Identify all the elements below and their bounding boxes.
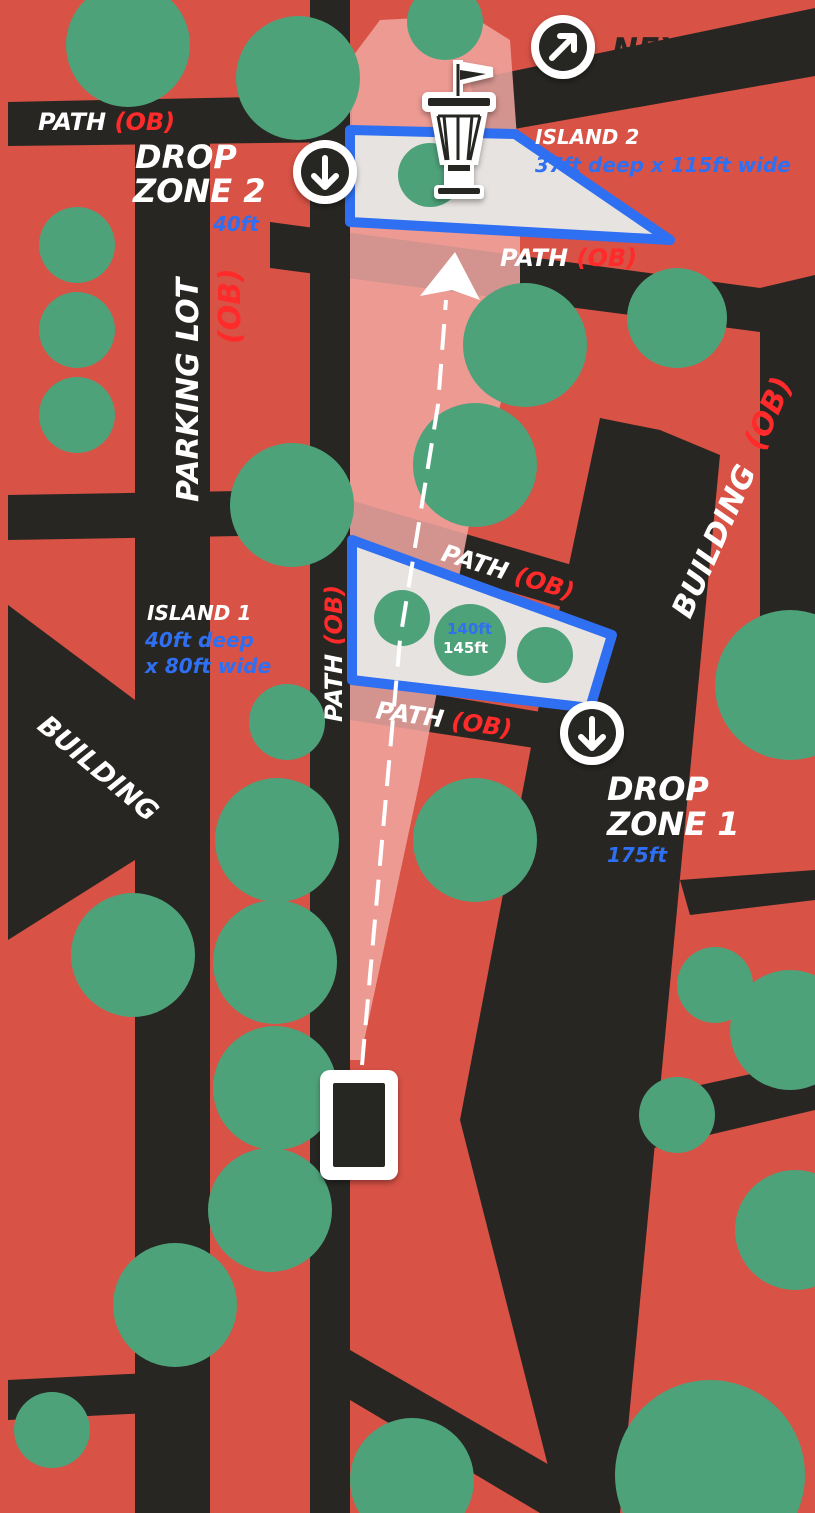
island-1-size-line1: 40ft deep — [144, 628, 254, 652]
drop-zone-2-line2: ZONE 2 — [132, 172, 265, 210]
drop-zone-2-distance: 40ft — [212, 212, 261, 236]
tree — [639, 1077, 715, 1153]
tree — [39, 377, 115, 453]
path-right-diagonal — [680, 870, 815, 915]
arrow-up-right-icon[interactable] — [531, 15, 595, 79]
tree — [39, 207, 115, 283]
tree — [113, 1243, 237, 1367]
island-1-distance-second: 145ft — [443, 639, 488, 657]
tree — [236, 16, 360, 140]
path-parking-lot — [135, 140, 210, 1513]
tree — [208, 1148, 332, 1272]
island-1-title: ISLAND 1 — [147, 601, 251, 625]
path-label-text: PATH — [320, 654, 348, 722]
building-right-block — [460, 418, 720, 1513]
trees-layer — [14, 0, 815, 1513]
drop-zone-1-distance: 175ft — [607, 843, 668, 867]
tree — [615, 1380, 805, 1513]
tree — [463, 283, 587, 407]
path-label-text: PATH — [500, 244, 568, 272]
tree — [230, 443, 354, 567]
tree — [213, 900, 337, 1024]
tree — [730, 970, 815, 1090]
tree — [213, 1026, 337, 1150]
tree — [413, 778, 537, 902]
tree — [39, 292, 115, 368]
flight-corridor — [350, 15, 520, 1060]
path-left-middle — [8, 490, 300, 540]
tree — [627, 268, 727, 368]
tree — [434, 604, 506, 676]
island-2-title: ISLAND 2 — [535, 125, 639, 149]
flight-line — [360, 299, 448, 1066]
tree — [14, 1392, 90, 1468]
path-lower-diagonal — [350, 1350, 610, 1513]
next-tee-label[interactable]: NEXT TEE — [612, 32, 778, 68]
path-top-left-label: PATH (OB) — [38, 108, 175, 136]
path-top-right — [470, 8, 815, 135]
drop-zone-1-icon — [560, 701, 624, 765]
tree — [735, 1170, 815, 1290]
drop-zone-1-line1: DROP — [607, 770, 709, 808]
tree — [517, 627, 573, 683]
path-right-strip — [760, 275, 815, 700]
path-island2-label: PATH (OB) — [500, 244, 637, 272]
building-left-block — [8, 605, 135, 940]
tree — [407, 0, 483, 60]
ob-label-text: (OB) — [320, 585, 348, 646]
island-2-size: 37ft deep x 115ft wide — [535, 153, 791, 177]
drop-zone-2-line1: DROP — [135, 138, 237, 176]
tree — [413, 403, 537, 527]
parking-lot-text: PARKING LOT — [171, 275, 206, 502]
parking-lot-ob-label: (OB) — [213, 268, 248, 344]
tree — [66, 0, 190, 107]
tree — [350, 1418, 474, 1513]
ob-label-text: (OB) — [576, 244, 637, 272]
tree — [249, 684, 325, 760]
island-1-distance-first: 140ft — [447, 620, 492, 638]
flight-arrow-head — [420, 252, 480, 300]
paths-layer — [8, 0, 815, 1513]
island-1-size-line2: x 80ft wide — [144, 654, 271, 678]
tree — [677, 947, 753, 1023]
drop-zone-2-icon — [293, 140, 357, 204]
path-vertical-label: PATH (OB) — [320, 585, 348, 722]
tree — [715, 610, 815, 760]
disc-golf-basket-icon — [422, 60, 496, 199]
tree — [215, 778, 339, 902]
ob-label-text: (OB) — [114, 108, 175, 136]
tee-pad-icon — [320, 1070, 398, 1180]
path-label-text: PATH — [38, 108, 106, 136]
parking-lot-label: PARKING LOT — [171, 275, 206, 502]
path-vertical — [310, 0, 350, 1513]
tree — [71, 893, 195, 1017]
drop-zone-1-line2: ZONE 1 — [606, 805, 739, 843]
